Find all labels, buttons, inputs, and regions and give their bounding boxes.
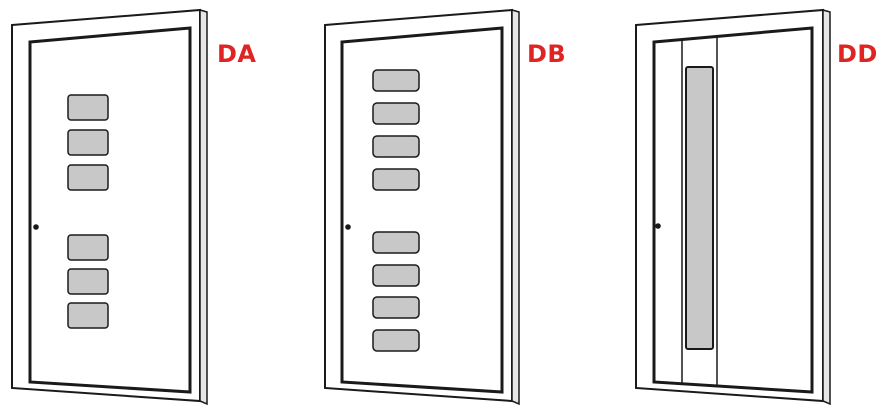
door-handle (33, 224, 39, 230)
door-label-dd: DD (837, 40, 878, 68)
glass-panel (372, 231, 420, 254)
glass-panel (372, 69, 420, 92)
glass-panel (67, 302, 109, 329)
glass-panel (372, 296, 420, 319)
glass-panel (685, 66, 714, 350)
door-dd (635, 8, 831, 406)
glass-panel (372, 102, 420, 125)
door-leaf (28, 26, 192, 394)
door-leaf (340, 26, 504, 394)
door-frame-side (822, 9, 831, 406)
door-label-db: DB (527, 40, 567, 68)
glass-panel (67, 94, 109, 121)
glass-panel (372, 264, 420, 287)
door-frame-side (511, 9, 520, 406)
door-da (11, 8, 208, 406)
door-leaf (652, 26, 814, 394)
glass-panel (372, 329, 420, 352)
glass-panel (372, 135, 420, 158)
glass-panel (67, 234, 109, 261)
glass-panel (372, 168, 420, 191)
door-label-da: DA (217, 40, 257, 68)
glass-panel (67, 164, 109, 191)
door-handle (345, 224, 351, 230)
door-db (324, 8, 520, 406)
door-frame-side (199, 9, 208, 406)
door-handle (655, 223, 661, 229)
glass-panel (67, 129, 109, 156)
glass-panel (67, 268, 109, 295)
